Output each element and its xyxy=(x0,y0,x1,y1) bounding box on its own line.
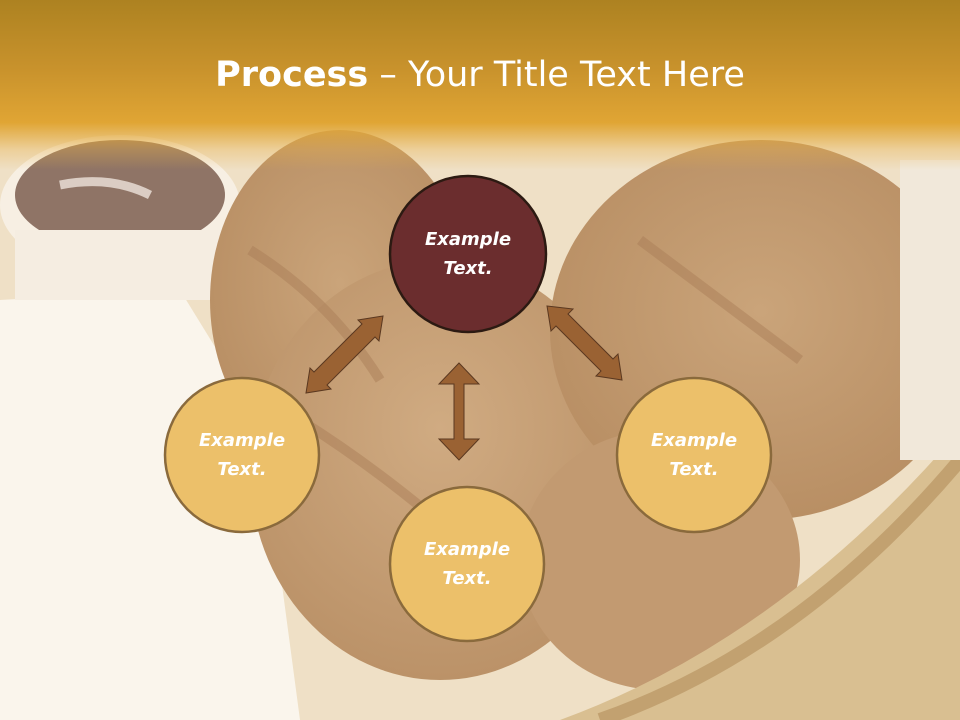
node-right-line1: Example xyxy=(650,430,738,451)
node-left xyxy=(163,376,321,534)
node-bottom-label: Example Text. xyxy=(392,535,542,593)
node-bottom xyxy=(388,485,546,643)
slide-title: Process – Your Title Text Here xyxy=(0,52,960,98)
arrow-vertical xyxy=(437,362,481,461)
node-top xyxy=(388,174,548,334)
node-right-label: Example Text. xyxy=(619,426,769,484)
title-bold: Process xyxy=(215,55,369,95)
node-right xyxy=(615,376,773,534)
node-left-line1: Example xyxy=(198,430,286,451)
node-right-line2: Text. xyxy=(669,459,719,480)
node-top-label: Example Text. xyxy=(393,225,543,283)
title-rest: Your Title Text Here xyxy=(407,55,745,95)
title-dash: – xyxy=(368,55,408,95)
arrow-top-left xyxy=(305,315,384,394)
node-left-label: Example Text. xyxy=(167,426,317,484)
node-bottom-line1: Example xyxy=(423,539,511,560)
node-bottom-line2: Text. xyxy=(442,568,492,589)
node-top-line1: Example xyxy=(424,229,512,250)
node-left-line2: Text. xyxy=(217,459,267,480)
arrow-top-right xyxy=(546,305,623,381)
node-top-line2: Text. xyxy=(443,258,493,279)
title-band xyxy=(0,0,960,170)
